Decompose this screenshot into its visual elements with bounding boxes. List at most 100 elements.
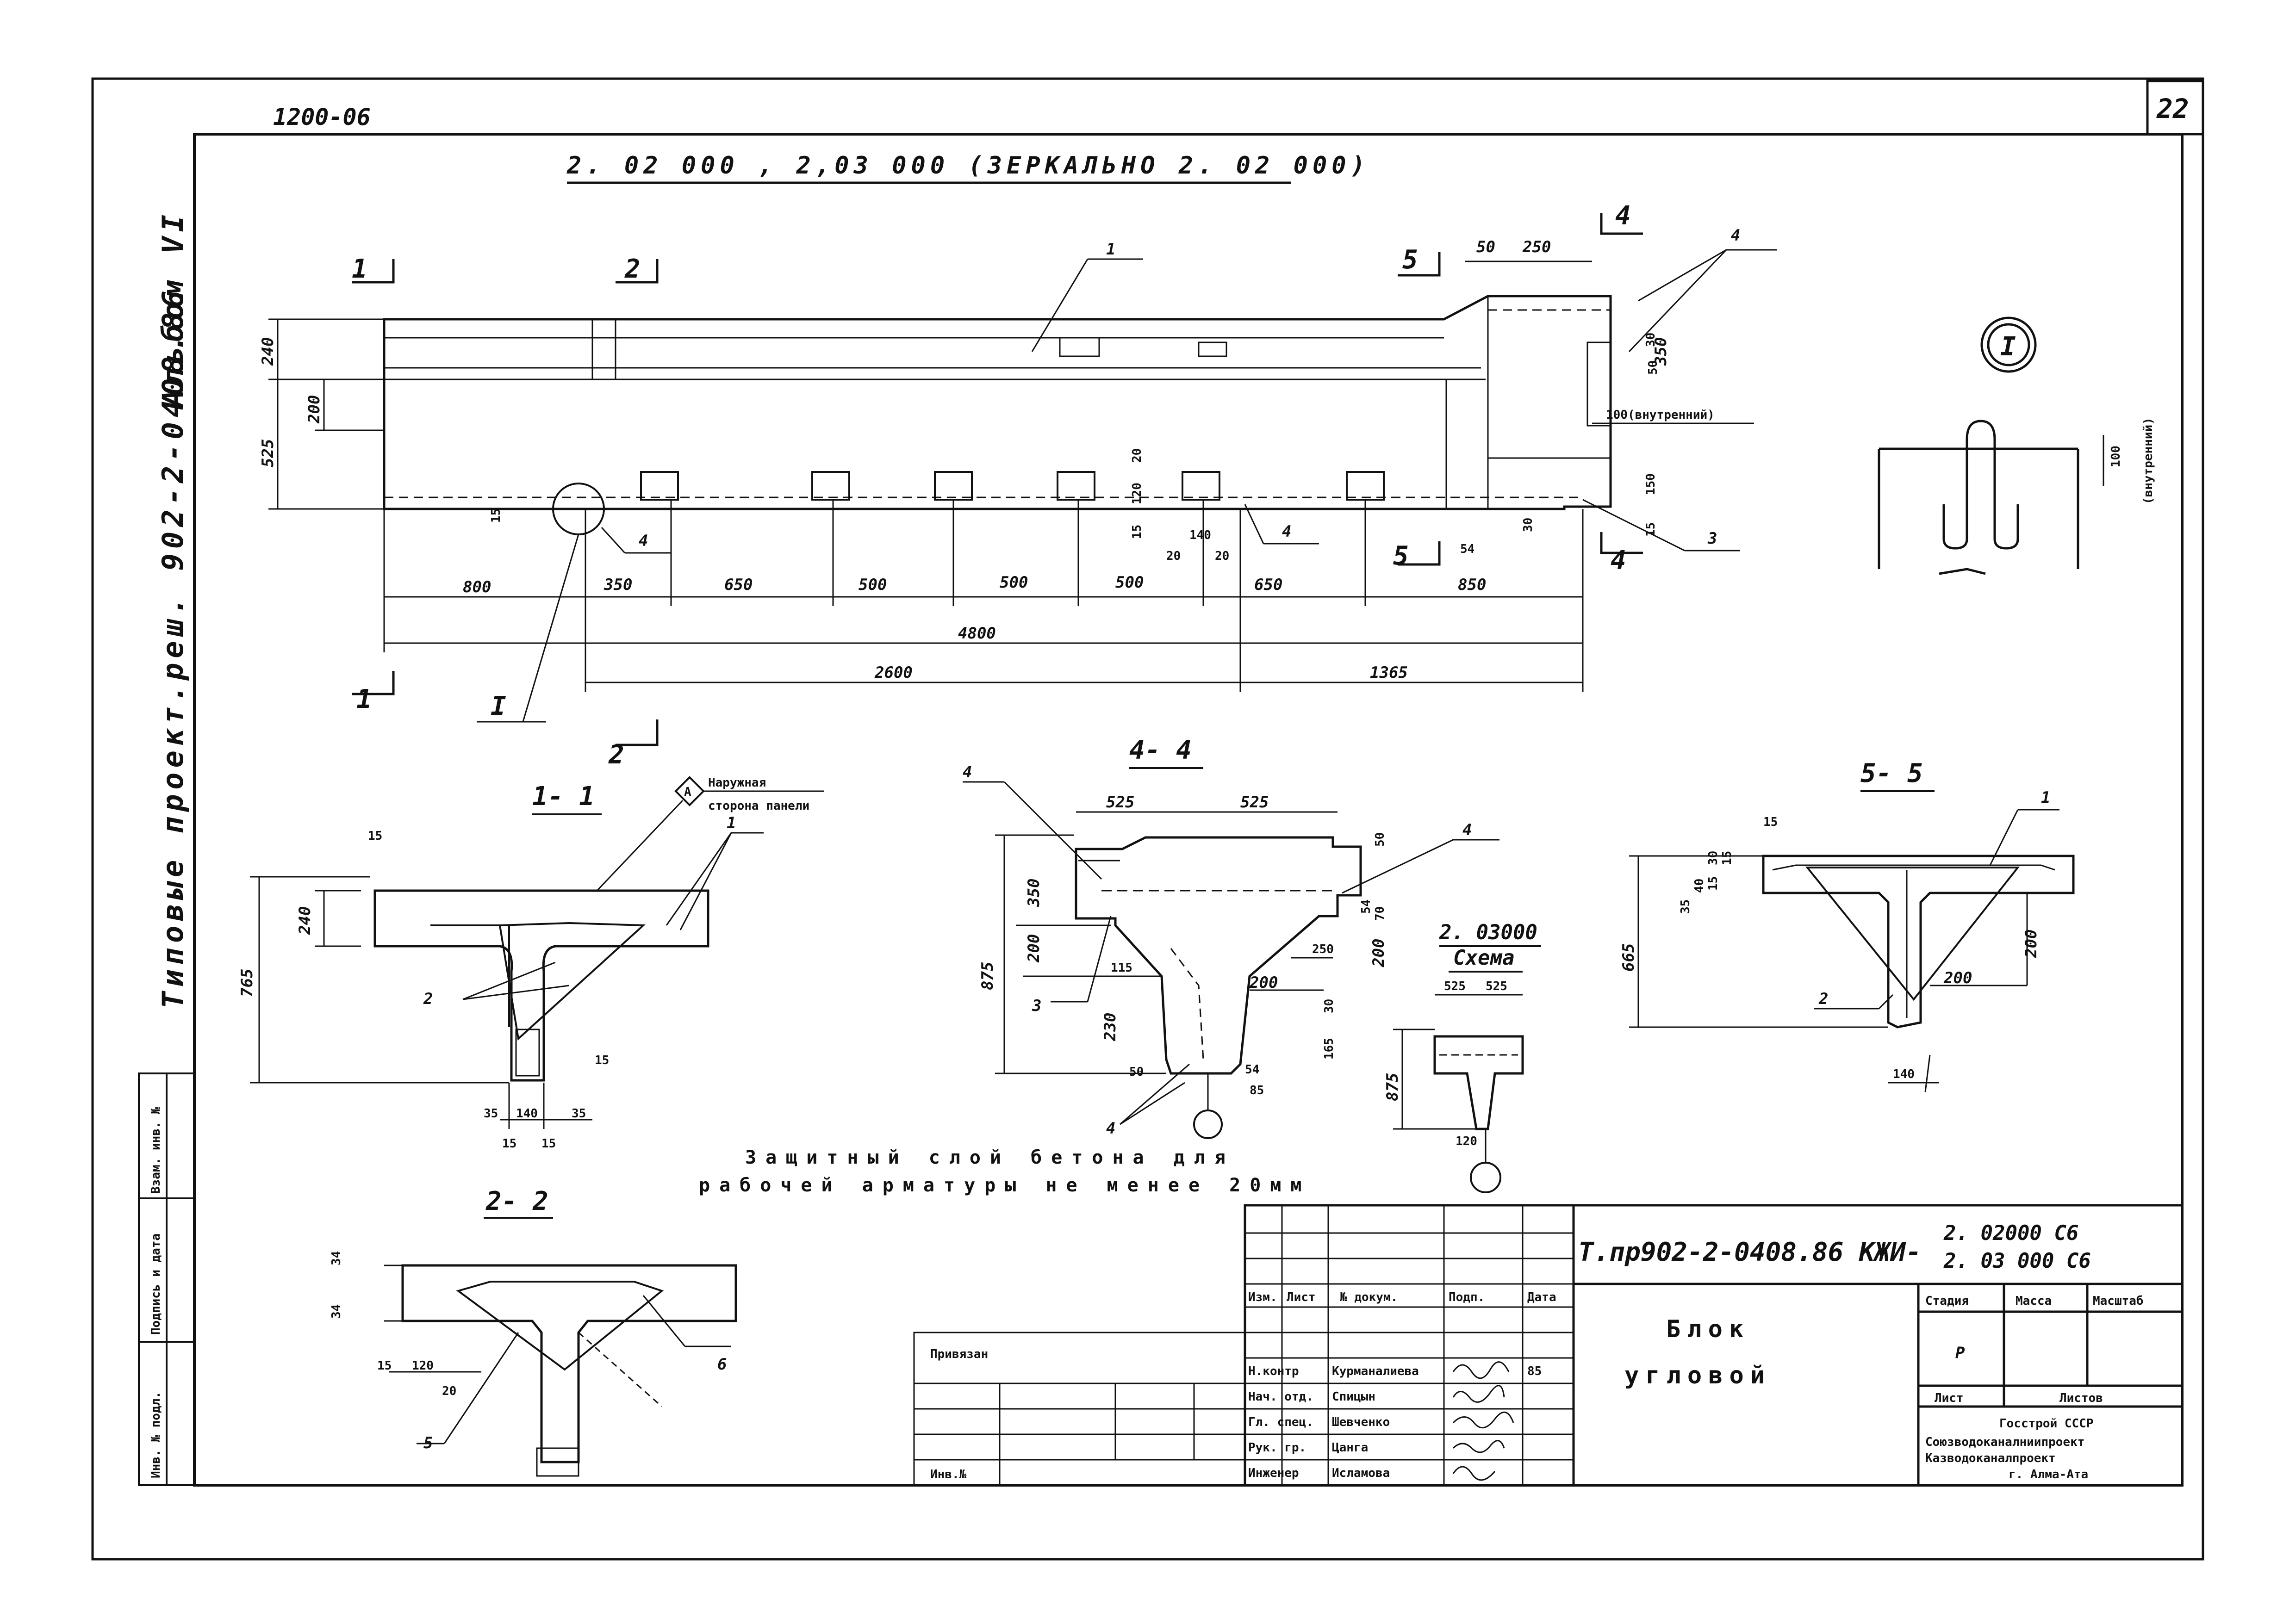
inv-label: Инв.№ bbox=[930, 1468, 967, 1481]
section-5-5-shape bbox=[1762, 855, 2075, 1029]
s11-dim-240: 240 bbox=[296, 906, 314, 935]
main-callout-4c: 4 bbox=[1282, 522, 1291, 541]
s22-dim-34b: 34 bbox=[330, 1304, 343, 1319]
s11-dim-15a: 15 bbox=[502, 1137, 516, 1151]
s22-dim-15: 15 bbox=[377, 1359, 392, 1373]
s55-dim-30: 30 bbox=[1706, 851, 1720, 865]
s22-callout-lines bbox=[417, 1295, 731, 1444]
s44-dim-85: 85 bbox=[1250, 1084, 1264, 1097]
tb-role-2: Гл. спец. bbox=[1248, 1415, 1313, 1429]
section-5-5-dims bbox=[1629, 855, 2028, 1092]
s44-dim-250: 250 bbox=[1312, 942, 1334, 956]
main-callout-4b: 4 bbox=[639, 532, 648, 550]
cut-1-bottom: 1 bbox=[356, 684, 372, 714]
side-label-main: Типовые проект.реш. 902-2-0408.86 bbox=[156, 286, 190, 1009]
side-label-album: Альбом VI bbox=[156, 210, 190, 409]
tb-col-sign: Подп. bbox=[1449, 1290, 1485, 1304]
cut-5-top: 5 bbox=[1402, 245, 1418, 275]
dim-50-top: 50 bbox=[1476, 238, 1495, 256]
tb-name-0: Курманалиева bbox=[1332, 1364, 1419, 1378]
s44-dim-200c: 200 bbox=[1249, 973, 1278, 992]
s11-dim-140: 140 bbox=[516, 1107, 538, 1121]
s44-dim-54b: 54 bbox=[1245, 1063, 1259, 1077]
s44-dim-115: 115 bbox=[1111, 961, 1132, 975]
inner-dim-11: 30 bbox=[1521, 518, 1535, 532]
s11-dim-15b: 15 bbox=[541, 1137, 556, 1151]
sheet-label: Лист bbox=[1935, 1391, 1964, 1405]
s55-dim-15b: 15 bbox=[1706, 876, 1720, 891]
inner-dim-0: 15 bbox=[489, 508, 503, 523]
s22-dim-34a: 34 bbox=[330, 1251, 343, 1265]
binding-col-3: Взам. инв. № bbox=[149, 1107, 163, 1194]
s44-dim-230: 230 bbox=[1101, 1013, 1120, 1041]
main-callout-3: 3 bbox=[1707, 529, 1717, 548]
s44-dim-50: 50 bbox=[1373, 832, 1387, 847]
org-1: Госстрой СССР bbox=[1999, 1417, 2094, 1431]
s44-dim-350: 350 bbox=[1025, 879, 1043, 907]
tb-role-1: Нач. отд. bbox=[1248, 1390, 1313, 1404]
cut-mark-lines bbox=[352, 213, 1643, 746]
binding-columns bbox=[138, 1072, 195, 1486]
detail-I-dim: 100 bbox=[2109, 446, 2123, 467]
s44-dim-525b: 525 bbox=[1240, 793, 1269, 812]
s11-callout-lines bbox=[462, 832, 764, 1000]
inner-dim-8: 30 bbox=[1644, 333, 1658, 347]
inner-dim-6: 20 bbox=[1215, 549, 1229, 563]
main-detail-mark: I bbox=[491, 691, 506, 721]
s55-callout-lines bbox=[1814, 809, 2059, 1010]
scheme-dims bbox=[1393, 994, 1523, 1130]
section-2-2-shape bbox=[401, 1264, 737, 1477]
main-callout-4a: 4 bbox=[1731, 226, 1740, 245]
org-4: г. Алма-Ата bbox=[2009, 1468, 2088, 1481]
scheme-title-1: 2. 03000 bbox=[1439, 921, 1537, 944]
sheets-label: Листов bbox=[2059, 1391, 2103, 1405]
s22-callout-6: 6 bbox=[717, 1355, 727, 1374]
s11-dim-765: 765 bbox=[238, 969, 256, 997]
doc-code: Т.пр902-2-0408.86 КЖИ- bbox=[1578, 1237, 1922, 1267]
inner-dim-4: 20 bbox=[1166, 549, 1181, 563]
outer-frame bbox=[91, 77, 2204, 1561]
inner-dim-9: 150 bbox=[1644, 473, 1658, 495]
tb-role-4: Инженер bbox=[1248, 1466, 1299, 1480]
stage-header-2: Масштаб bbox=[2093, 1294, 2144, 1308]
sheet-number-box bbox=[2146, 80, 2204, 136]
section-2-2-dims bbox=[384, 1264, 481, 1373]
s44-dim-200b: 200 bbox=[1369, 939, 1388, 967]
inner-dim-2: 120 bbox=[1130, 483, 1144, 504]
seg-4: 500 bbox=[1000, 573, 1028, 592]
s44-dim-54: 54 bbox=[1359, 899, 1373, 914]
binding-label: Привязан bbox=[930, 1347, 988, 1361]
scheme-title-2: Схема bbox=[1453, 946, 1514, 970]
sub-length-2: 1365 bbox=[1370, 663, 1408, 682]
mark-1: 2. 02000 С6 bbox=[1943, 1221, 2078, 1245]
cut-2-top: 2 bbox=[624, 254, 641, 284]
cut-5-bottom: 5 bbox=[1393, 541, 1409, 571]
title-block-grid bbox=[1245, 1205, 1574, 1485]
mark-2: 2. 03 000 С6 bbox=[1943, 1249, 2091, 1273]
s44-dim-165: 165 bbox=[1322, 1038, 1336, 1060]
seg-3: 500 bbox=[859, 576, 887, 594]
tb-name-1: Спицын bbox=[1332, 1390, 1375, 1404]
tb-date: 85 bbox=[1527, 1364, 1542, 1378]
section-4-4-title: 4- 4 bbox=[1129, 735, 1192, 765]
sub-length-1: 2600 bbox=[874, 663, 913, 682]
inner-dim-1: 20 bbox=[1130, 448, 1144, 463]
s55-callout-2: 2 bbox=[1818, 990, 1828, 1008]
s44-dim-875: 875 bbox=[978, 962, 997, 990]
section-1-1-flag bbox=[596, 776, 824, 892]
stage-header-0: Стадия bbox=[1925, 1294, 1969, 1308]
section-1-1-shape bbox=[373, 889, 709, 1082]
scheme-dim-875: 875 bbox=[1383, 1073, 1402, 1101]
tb-col-date: Дата bbox=[1527, 1290, 1556, 1304]
s11-dim-35a: 35 bbox=[484, 1107, 498, 1121]
corner-code: 1200-06 bbox=[273, 104, 371, 130]
signatures bbox=[1452, 1361, 1514, 1481]
cut-2-bottom: 2 bbox=[608, 740, 624, 770]
main-callout-lines bbox=[477, 249, 1777, 723]
dim-525: 525 bbox=[259, 439, 277, 467]
overall-length: 4800 bbox=[958, 624, 996, 643]
cut-4-top: 4 bbox=[1615, 201, 1631, 231]
dim-100-inner: 100(внутренний) bbox=[1606, 408, 1715, 422]
tb-role-0: Н.контр bbox=[1248, 1364, 1299, 1378]
